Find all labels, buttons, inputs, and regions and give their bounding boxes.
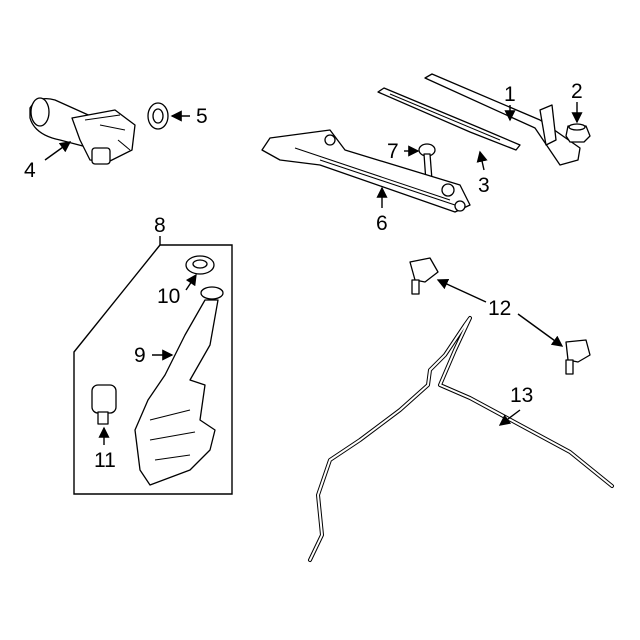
callout-9: 9 — [134, 344, 146, 367]
wiper-motor — [29, 97, 136, 165]
callout-1: 1 — [504, 83, 516, 106]
callout-7: 7 — [387, 140, 399, 163]
washer-nozzle-right — [565, 339, 591, 375]
callout-8: 8 — [154, 214, 166, 237]
wiper-blade — [377, 87, 521, 151]
nut — [565, 123, 591, 143]
reservoir-cap — [185, 255, 215, 275]
callout-3: 3 — [478, 174, 490, 197]
callout-6: 6 — [376, 212, 388, 235]
callout-4: 4 — [24, 159, 36, 182]
grommet — [147, 102, 169, 130]
callout-10: 10 — [157, 285, 180, 308]
callout-5: 5 — [196, 105, 208, 128]
wiper-arm — [424, 73, 581, 166]
callout-2: 2 — [571, 80, 583, 103]
washer-nozzle-left — [409, 257, 439, 295]
washer-reservoir — [134, 286, 224, 486]
leader-lines — [44, 102, 583, 445]
callout-13: 13 — [510, 384, 533, 407]
reservoir-assembly-box — [73, 244, 233, 495]
callout-12: 12 — [488, 297, 511, 320]
washer-hose — [308, 316, 614, 562]
callout-11: 11 — [94, 449, 116, 472]
washer-pump — [91, 384, 117, 425]
wiper-linkage — [261, 129, 471, 213]
